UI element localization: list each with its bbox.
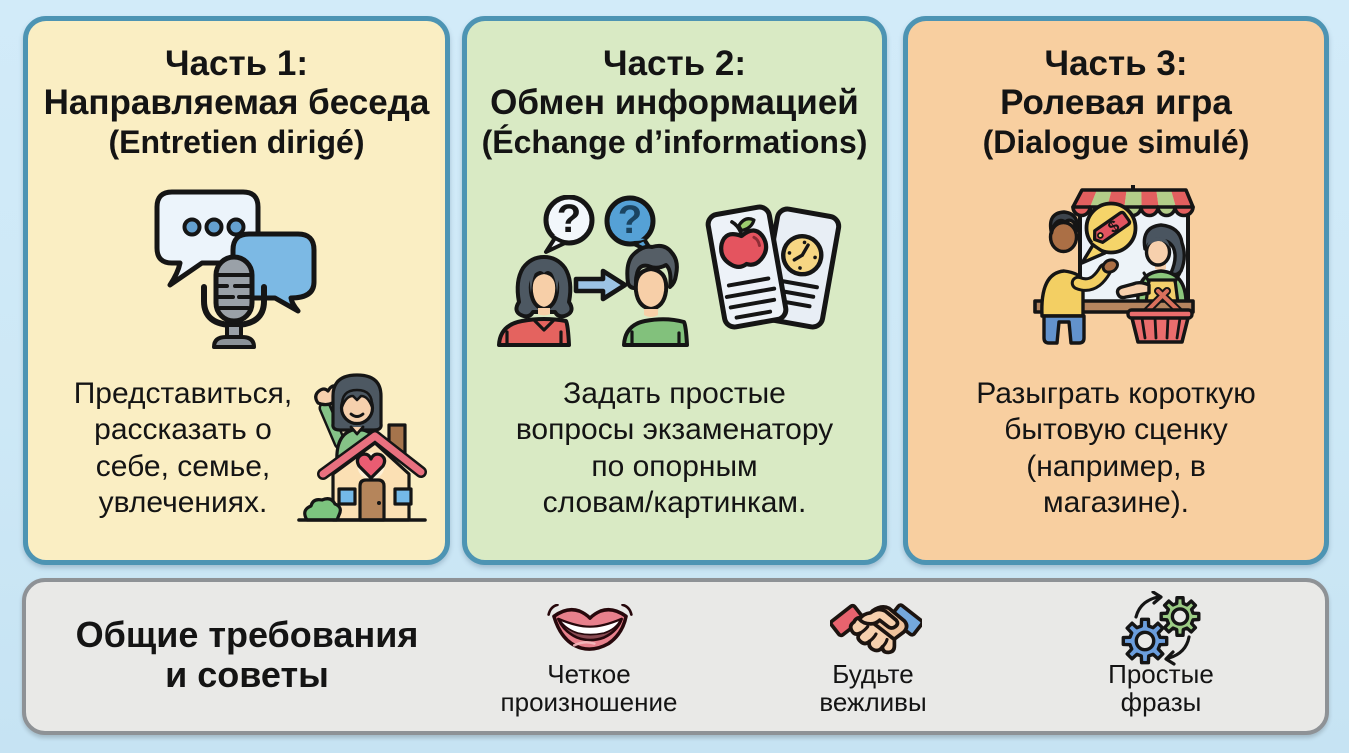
svg-text:?: ? [618, 198, 642, 242]
svg-text:?: ? [557, 197, 581, 241]
